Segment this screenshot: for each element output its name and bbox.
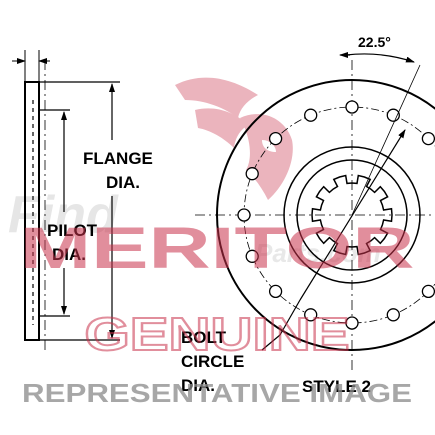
bolt-hole [345, 100, 359, 114]
bolt-circle-label-line1: BOLT [181, 328, 227, 347]
bolt-hole [304, 308, 318, 322]
watermark-representative: REPRESENTATIVE IMAGE [22, 378, 412, 408]
flange-dia-label-line2: DIA. [106, 173, 140, 192]
pilot-dia-dimension [39, 109, 70, 317]
flange-dia-dimension [39, 81, 120, 341]
watermark-faint-right: Parts.com [255, 238, 381, 268]
bolt-hole [421, 284, 435, 299]
bolt-circle-dimension [261, 129, 406, 351]
bolt-hole [245, 167, 259, 181]
bolt-hole [421, 131, 435, 146]
pilot-dia-label-line1: PILOT [47, 221, 98, 240]
flange-side-plate [24, 81, 40, 341]
bolt-hole [268, 131, 283, 146]
bolt-circle-label-line3: DIA. [181, 376, 215, 395]
bolt-circle-label-line2: CIRCLE [181, 352, 244, 371]
side-view [12, 50, 50, 350]
flange-dia-label-line1: FLANGE [83, 149, 153, 168]
watermark-genuine: GENUINE [85, 308, 350, 360]
watermark-brand: MERITOR [20, 216, 415, 281]
spline-bore [311, 174, 393, 256]
angle-label: 22.5° [358, 34, 391, 50]
pilot-dia-label-line2: DIA. [52, 245, 86, 264]
bolt-holes [237, 100, 435, 330]
style-label: STYLE 2 [302, 377, 371, 396]
bolt-hole [304, 108, 318, 122]
bolt-hole [345, 316, 359, 330]
bolt-hole [386, 308, 400, 322]
bolt-hole [268, 284, 283, 299]
angle-dimension [339, 52, 421, 216]
bolt-hole [245, 249, 259, 263]
bolt-hole [237, 208, 251, 222]
